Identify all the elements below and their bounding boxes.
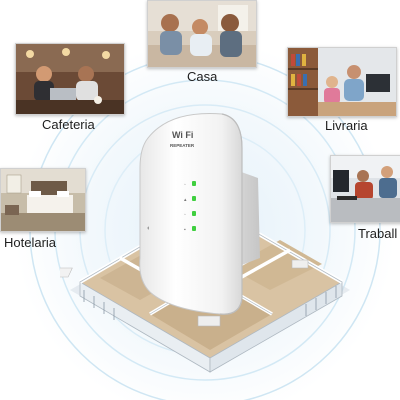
status-leds: ◦ ▴ ◦ ▪ [184,181,196,233]
label-casa: Casa [187,69,218,84]
svg-text:◦: ◦ [184,212,186,218]
photo-hotelaria [0,168,86,232]
device-brand-text: Wi Fi [172,130,193,140]
wifi-repeater-device: Wi Fi REPEATER ◦ ▴ ◦ ▪ ◖ [139,113,260,315]
svg-text:▴: ▴ [184,197,187,203]
label-trabalho: Traball [358,226,398,241]
label-cafeteria: Cafeteria [42,117,95,132]
label-livraria: Livraria [325,118,368,133]
photo-livraria [287,47,397,117]
svg-text:◦: ◦ [184,182,186,188]
label-hotelaria: Hotelaria [4,235,57,250]
device-model-text: REPEATER [170,143,195,148]
svg-text:▪: ▪ [184,227,186,233]
wps-icon: ◖ [146,225,150,232]
photo-trabalho [330,155,400,223]
photo-cafeteria [15,43,125,115]
photo-casa [147,0,257,68]
